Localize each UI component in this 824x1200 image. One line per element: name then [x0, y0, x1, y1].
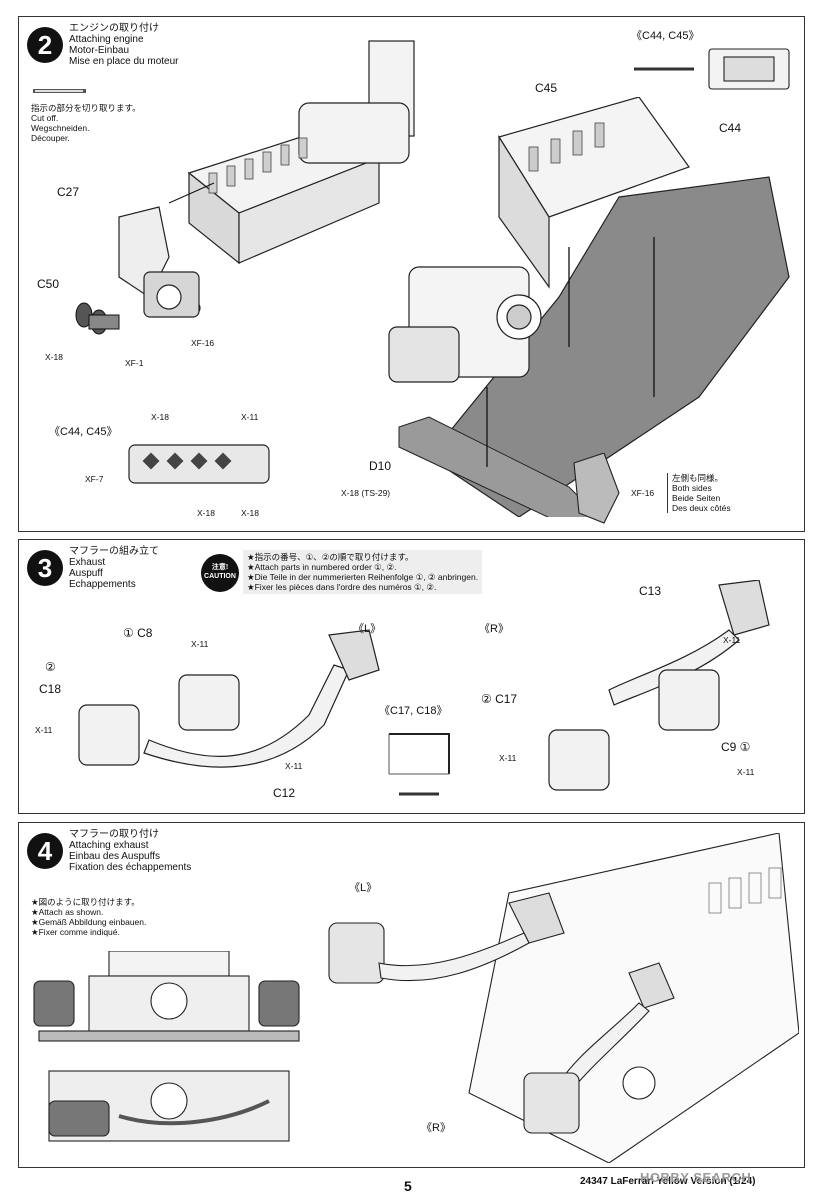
label-x11-c18: X-11	[35, 725, 53, 735]
label-x11-c9: X-11	[737, 767, 755, 777]
title-ja: エンジンの取り付け	[69, 23, 159, 34]
step-title: エンジンの取り付け Attaching engine Motor-Einbau …	[69, 23, 179, 67]
step-number-badge: 4	[27, 833, 63, 869]
label-1-c8: ① C8	[123, 626, 153, 640]
label-x18-bottom-left: X-18	[197, 508, 215, 518]
label-x18-bottom-right: X-18	[241, 508, 259, 518]
label-xf16-bracket: XF-16	[631, 488, 655, 498]
label-x11-c17: X-11	[499, 753, 517, 763]
label-c13: C13	[639, 584, 662, 598]
label-xf1-paint: XF-1	[125, 358, 144, 368]
label-d10: D10	[369, 459, 392, 473]
caution-notes: ★指示の番号、①、②の順で取り付けます。 ★Attach parts in nu…	[243, 550, 483, 594]
label-2: ②	[45, 660, 56, 674]
label-c18: C18	[39, 682, 62, 696]
step-number-badge: 3	[27, 550, 63, 586]
chassis-engine-drawing	[388, 97, 790, 517]
label-x18-top: X-18	[151, 412, 169, 422]
title-fr: Mise en place du moteur	[69, 56, 179, 67]
label-x11-c13: X-11	[723, 635, 741, 645]
page-number: 5	[404, 1178, 412, 1194]
exhaust-install-drawing	[328, 833, 799, 1163]
c50-gear-drawing	[75, 302, 120, 335]
c17-c18-cutoff-inset	[388, 733, 450, 796]
inset-label-c44-c45: 《C44, C45》	[631, 30, 700, 42]
label-x18-ts29: X-18 (TS-29)	[341, 488, 391, 498]
step-3-panel: 3 マフラーの組み立て Exhaust Auspuff Echappements…	[18, 539, 805, 814]
inset-label-c44-c45-paint: 《C44, C45》	[49, 426, 118, 438]
step-title: マフラーの取り付け Attaching exhaust Einbau des A…	[69, 829, 192, 873]
title-en: Attaching engine	[69, 34, 144, 45]
caution-icon: 注意!CAUTION	[201, 554, 239, 592]
step-number-badge: 2	[27, 27, 63, 63]
product-code: 24347 LaFerrari Yellow Version (1/24)	[580, 1176, 756, 1187]
label-x11-c8: X-11	[191, 639, 209, 649]
both-sides-note: 左側も同様。 Both sides Beide Seiten Des deux …	[667, 473, 731, 513]
label-right-side: 《R》	[479, 623, 509, 635]
label-left-side: 《L》	[349, 882, 378, 894]
bracket-part-drawing	[573, 453, 620, 524]
watermark-logo: HOBBY SEARCH	[640, 1170, 752, 1185]
step-2-panel: 2 エンジンの取り付け Attaching engine Motor-Einba…	[18, 16, 805, 532]
step-4-panel: 4 マフラーの取り付け Attaching exhaust Einbau des…	[18, 822, 805, 1168]
cut-off-diagram-icon	[33, 89, 86, 93]
engine-drawing	[168, 40, 415, 313]
left-exhaust-drawing	[78, 629, 380, 768]
c27-part-drawing	[118, 206, 200, 318]
label-2-c17: ② C17	[481, 692, 518, 706]
step-title: マフラーの組み立て Exhaust Auspuff Echappements	[69, 546, 159, 590]
attach-notes: ★図のように取り付けます。 ★Attach as shown. ★Gemäß A…	[31, 897, 147, 937]
label-c12: C12	[273, 786, 296, 800]
label-left-side: 《L》	[353, 623, 382, 635]
label-c44: C44	[719, 121, 742, 135]
c44-c45-painting-diagram	[128, 444, 270, 484]
label-x18-paint: X-18	[45, 352, 63, 362]
label-right-side: 《R》	[421, 1122, 451, 1134]
cut-off-note: 指示の部分を切り取ります。 Cut off. Wegschneiden. Déc…	[31, 103, 141, 143]
label-x11-top: X-11	[241, 412, 259, 422]
label-xf16-paint: XF-16	[191, 338, 215, 348]
right-exhaust-drawing	[548, 580, 770, 791]
label-c45: C45	[535, 81, 558, 95]
label-x11-c12: X-11	[285, 761, 303, 771]
rear-view-reference-drawing	[33, 951, 300, 1142]
label-xf7: XF-7	[85, 474, 104, 484]
label-c17-c18-inset: 《C17, C18》	[379, 705, 448, 717]
label-c27: C27	[57, 185, 80, 199]
label-c50: C50	[37, 277, 60, 291]
c44-c45-cutoff-inset	[634, 48, 790, 90]
label-c9-1: C9 ①	[721, 740, 751, 754]
title-de: Motor-Einbau	[69, 45, 130, 56]
